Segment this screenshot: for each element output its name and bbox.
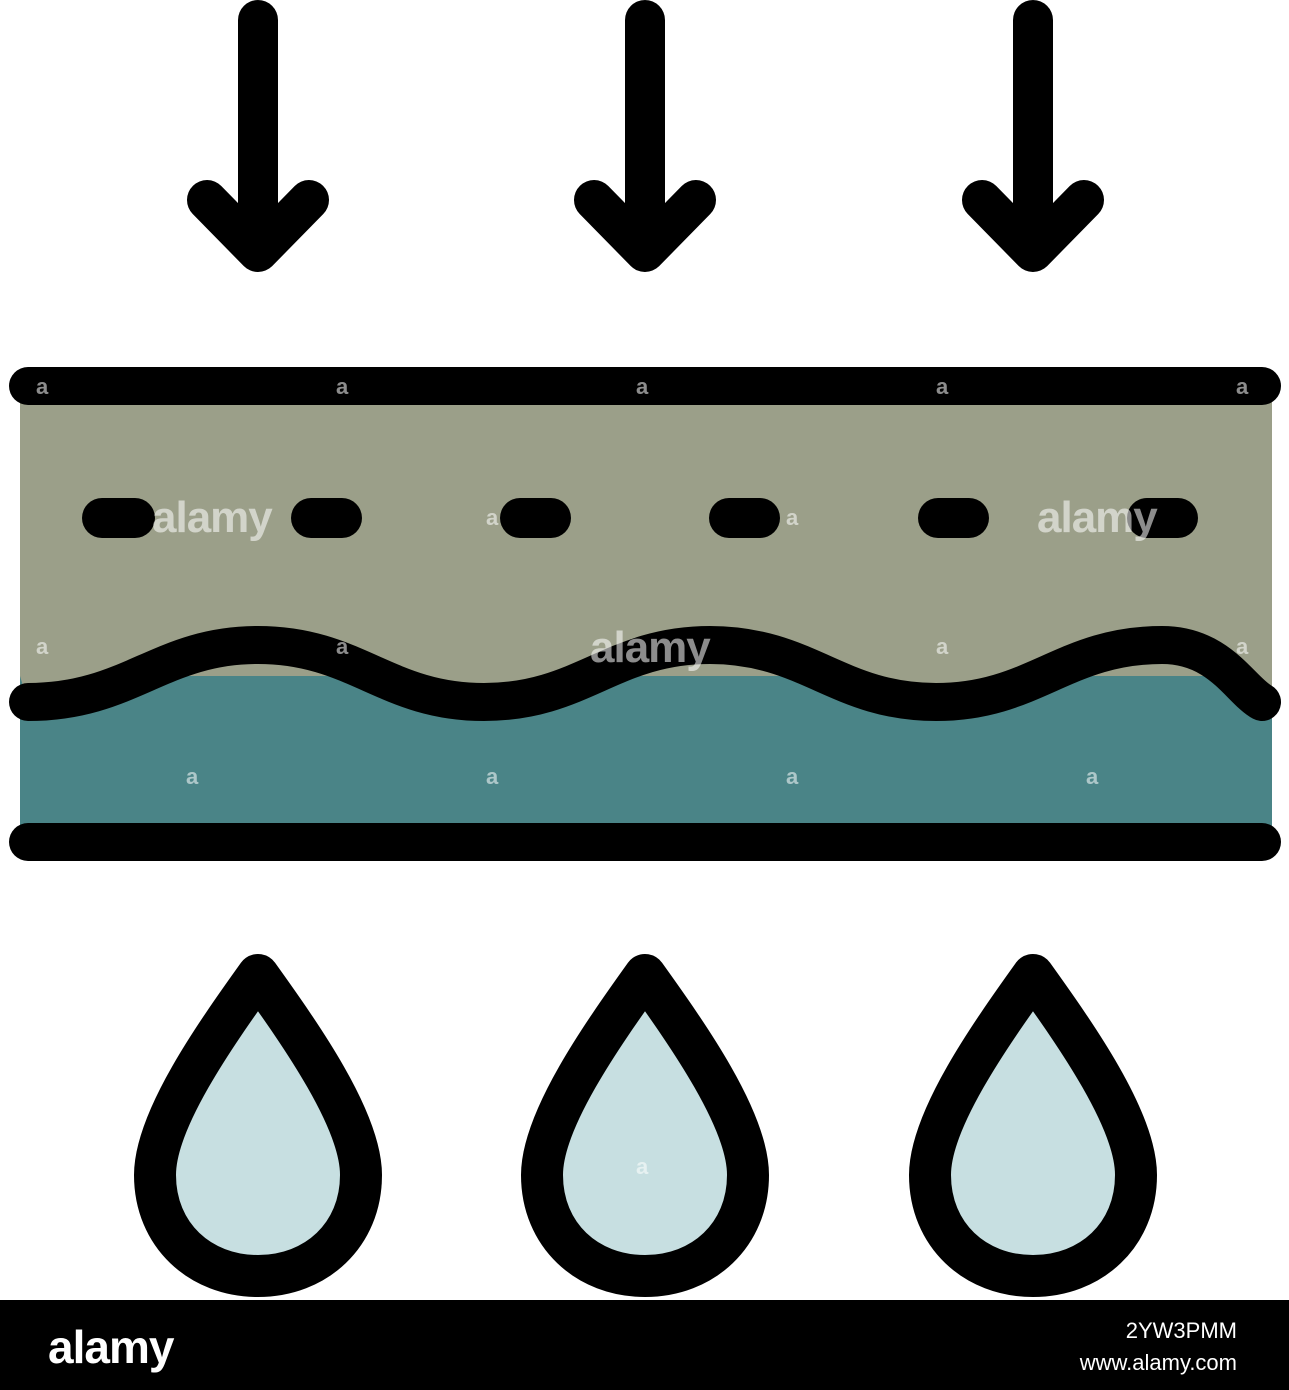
- water-drop-icon: [134, 954, 382, 1297]
- membrane-layers-icon: [9, 367, 1281, 861]
- upper-layer: [20, 386, 1272, 676]
- arrow-down-icon: [574, 0, 716, 272]
- water-drop-icon: [909, 954, 1157, 1297]
- image-id: 2YW3PMM: [1125, 1318, 1237, 1343]
- alamy-logo: alamy: [48, 1321, 174, 1373]
- footer-bar: alamy 2YW3PMM www.alamy.com: [0, 1300, 1289, 1390]
- wave-line: [9, 626, 1281, 721]
- lower-layer: [20, 676, 1272, 842]
- arrow-down-icon: [962, 0, 1104, 272]
- waterproof-membrane-icon: [9, 0, 1281, 1297]
- water-drop-icon: [521, 954, 769, 1297]
- site-url: www.alamy.com: [1079, 1350, 1237, 1375]
- arrow-down-icon: [187, 0, 329, 272]
